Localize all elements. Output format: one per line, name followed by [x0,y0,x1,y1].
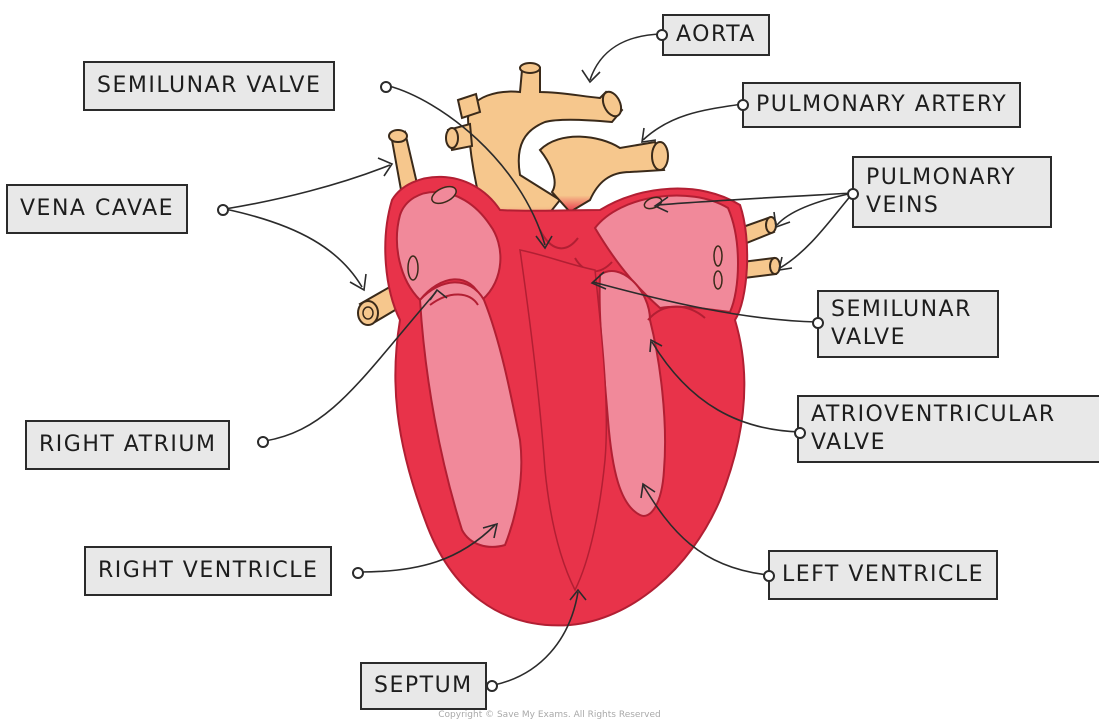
label-septum-text: SEPTUM [374,673,473,698]
leader-vena-top [225,165,390,209]
dot-right-ventricle [352,567,364,579]
leader-pulm-vein-3 [780,193,853,268]
dot-left-ventricle [763,570,775,582]
label-semilunar-valve-top-text: SEMILUNAR VALVE [97,73,321,98]
dot-aorta [656,29,668,41]
dot-septum [486,680,498,692]
superior-vena-cava-opening [389,130,407,142]
leader-vena-bottom [225,209,362,287]
dot-pulmonary-veins [847,188,859,200]
leader-pulmonary-artery [643,104,743,140]
label-left-ventricle-text: LEFT VENTRICLE [782,562,984,587]
label-semilunar-valve-right: SEMILUNAR VALVE [817,290,999,358]
label-right-ventricle: RIGHT VENTRICLE [84,546,332,596]
label-septum: SEPTUM [360,662,487,710]
dot-semilunar-top [380,81,392,93]
dot-pulmonary-artery [737,99,749,111]
label-vena-cavae-text: VENA CAVAE [20,196,174,221]
label-semilunar-valve-right-line-2: VALVE [831,324,985,352]
label-pulmonary-artery-text: PULMONARY ARTERY [756,92,1007,117]
leader-aorta [590,34,662,80]
label-left-ventricle: LEFT VENTRICLE [768,550,998,600]
label-semilunar-valve-top: SEMILUNAR VALVE [83,61,335,111]
dot-semilunar-right [812,317,824,329]
label-atrioventricular-valve-line-2: VALVE [811,429,1087,457]
label-atrioventricular-valve-line-1: ATRIOVENTRICULAR [811,401,1087,429]
copyright-notice: Copyright © Save My Exams. All Rights Re… [0,710,1099,720]
dot-av-valve [794,427,806,439]
label-atrioventricular-valve: ATRIOVENTRICULAR VALVE [797,395,1099,463]
label-pulmonary-veins-line-1: PULMONARY [866,164,1036,192]
label-pulmonary-artery: PULMONARY ARTERY [742,82,1021,128]
leader-pulm-vein-2 [777,193,853,225]
label-aorta-text: AORTA [676,22,756,47]
dot-vena-cavae [217,204,229,216]
label-right-ventricle-text: RIGHT VENTRICLE [98,558,318,583]
label-aorta: AORTA [662,14,770,56]
label-right-atrium-text: RIGHT ATRIUM [39,432,216,457]
dot-right-atrium [257,436,269,448]
label-semilunar-valve-right-line-1: SEMILUNAR [831,296,985,324]
label-pulmonary-veins: PULMONARY VEINS [852,156,1052,228]
label-pulmonary-veins-line-2: VEINS [866,192,1036,220]
label-right-atrium: RIGHT ATRIUM [25,420,230,470]
label-vena-cavae: VENA CAVAE [6,184,188,234]
